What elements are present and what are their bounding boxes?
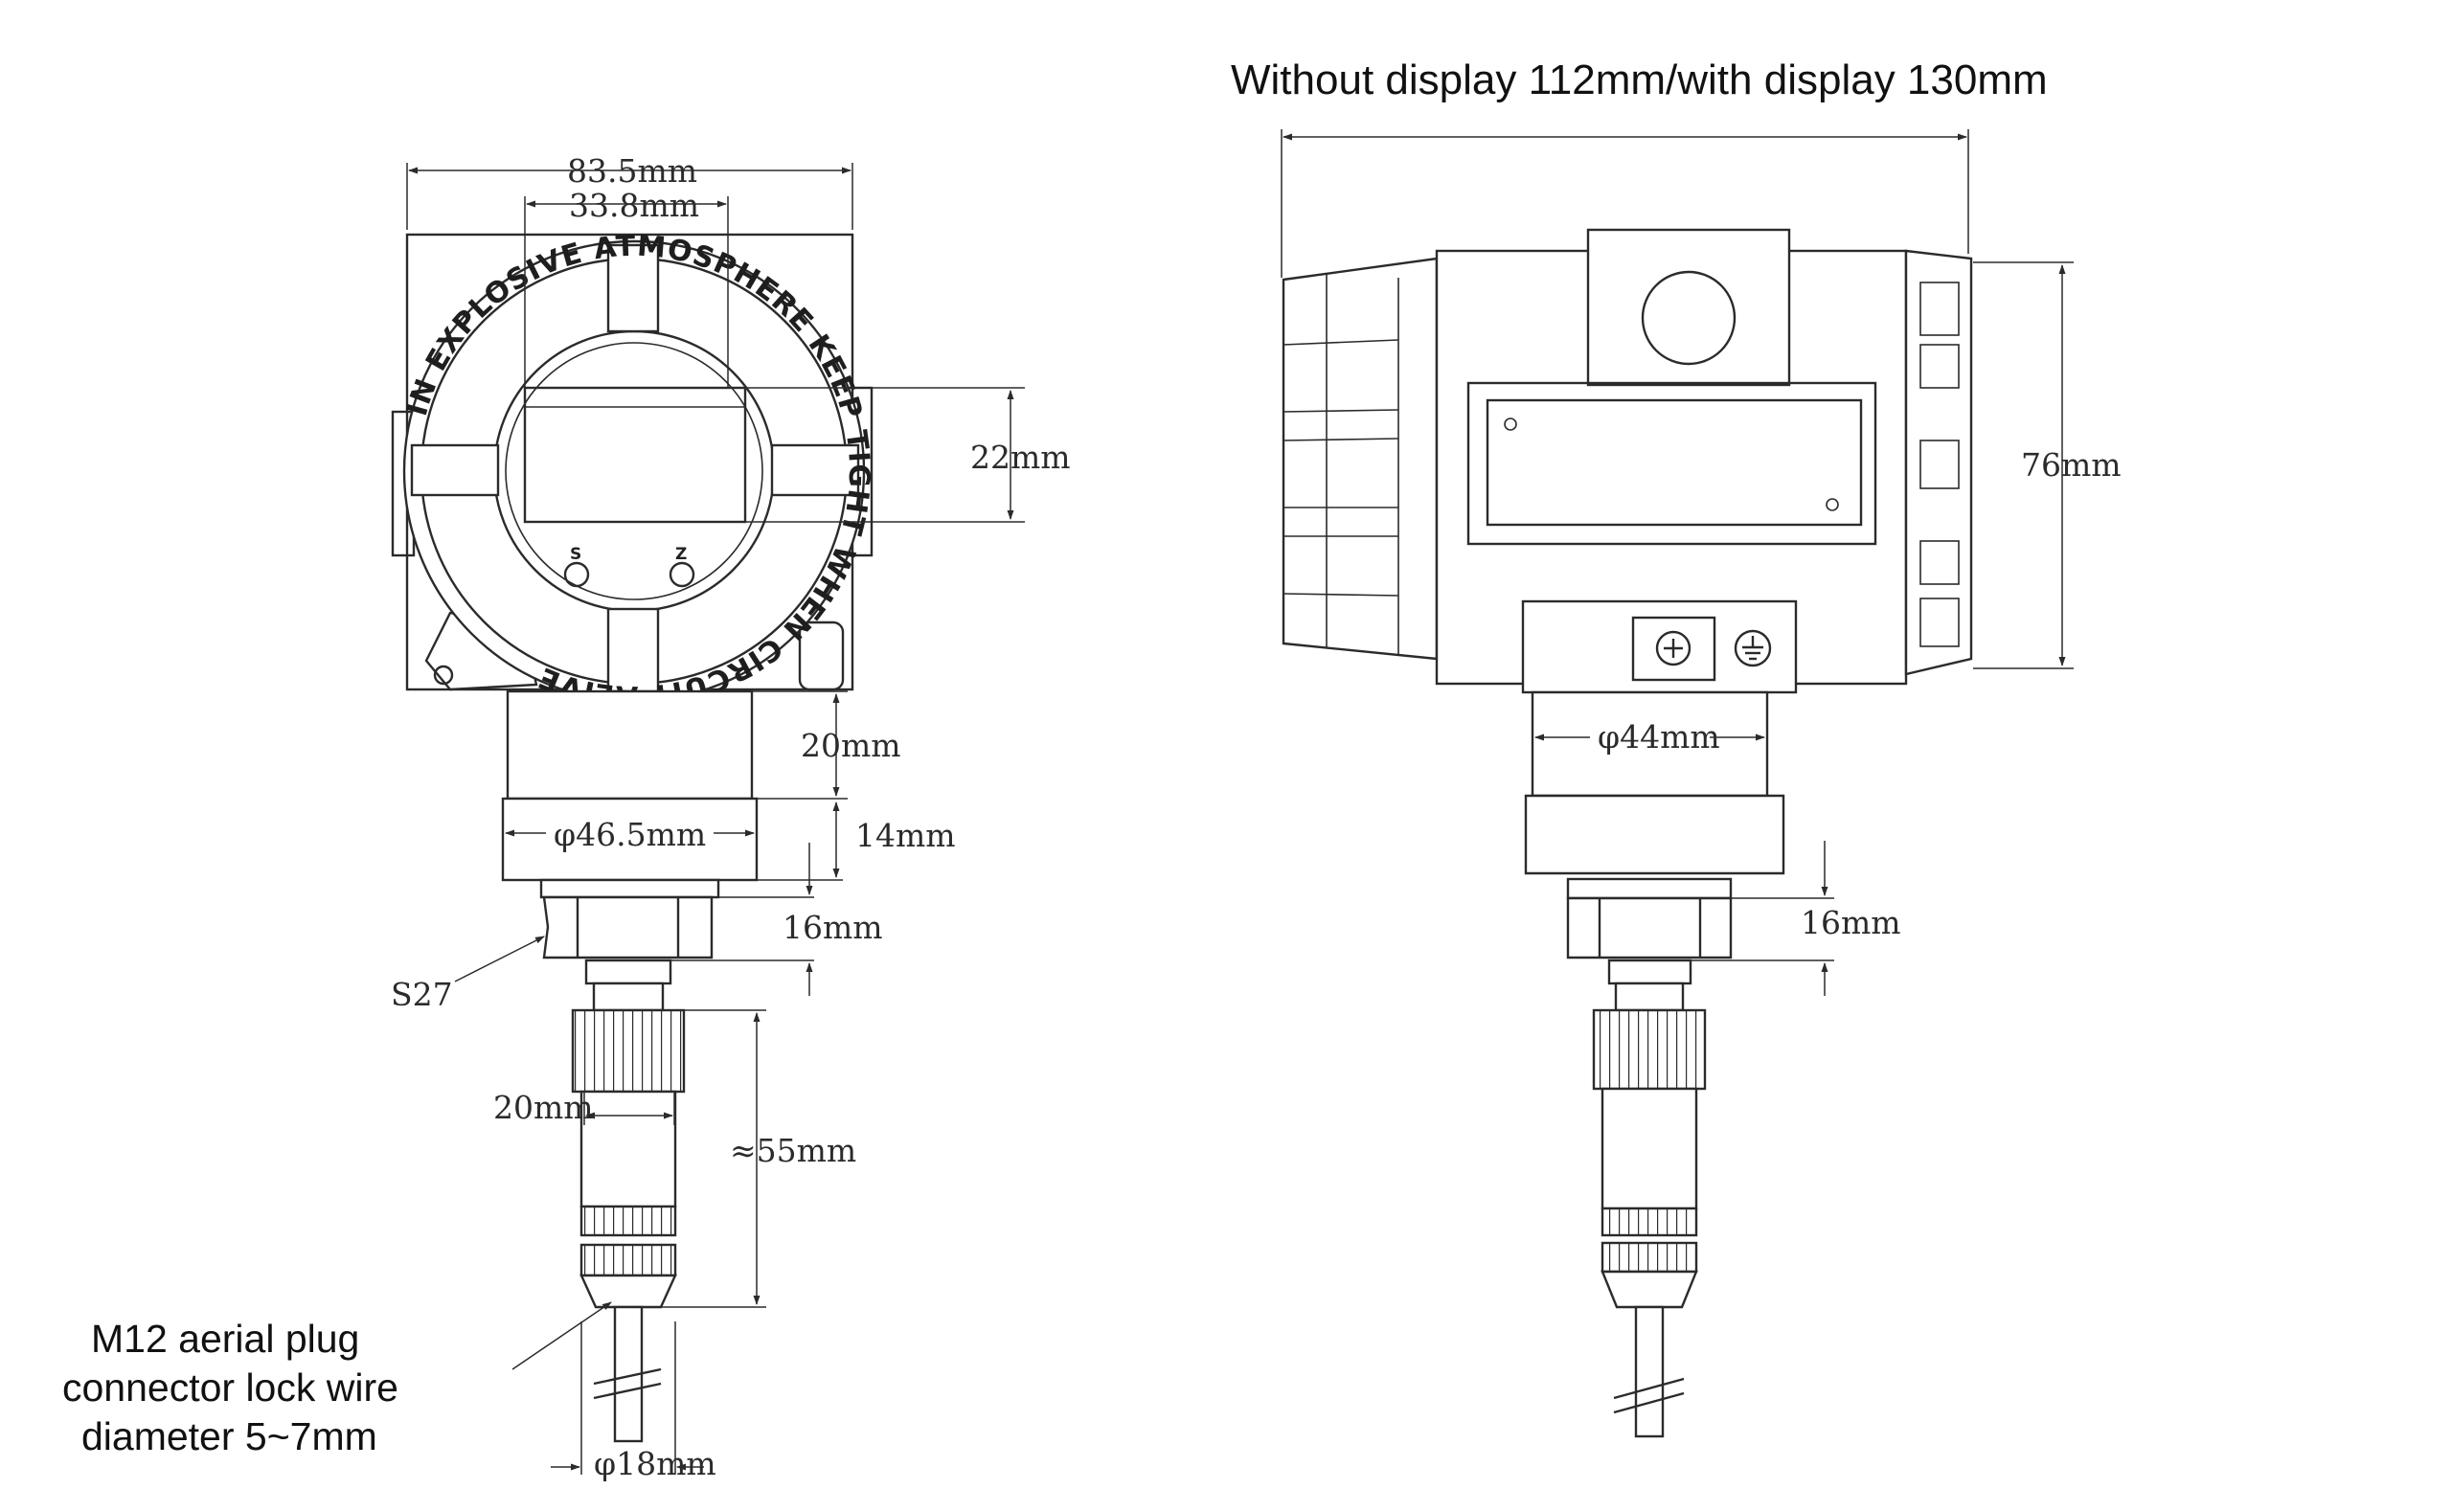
side-cable [1634,1305,1665,1438]
grip-tab-right [770,443,860,497]
left-cap-fins [1283,273,1399,656]
plug-tip [579,1274,677,1309]
nameplate-frame [1466,381,1877,546]
nut-top [539,878,720,899]
left-cap [1282,257,1439,661]
button-s [563,561,590,588]
side-collar [1524,794,1785,875]
plug-ring-1 [579,1205,677,1237]
label-window: 33.8mm [569,187,699,224]
side-plug-body [1601,1087,1698,1210]
side-thread [1614,982,1685,1012]
cable-break-2 [593,1382,662,1400]
side-plug-ring-1 [1601,1207,1698,1237]
right-cap [1904,249,1973,676]
nameplate-screw-2 [1826,498,1839,511]
top-port [1641,270,1737,366]
side-cable-break-2 [1613,1391,1685,1414]
thread [592,982,665,1012]
top-boss [1586,228,1791,387]
fin-slot [1919,598,1960,647]
label-side-fitting-height: 16mm [1801,904,1901,941]
thread-stub [584,959,672,985]
plug-body [579,1090,677,1208]
side-cable-break-1 [1613,1377,1685,1400]
label-depth: Without display 112mm/with display 130mm [1231,56,2048,103]
nameplate-screw-1 [1504,417,1517,431]
label-neck-height: 20mm [801,727,901,764]
cover-grip-tabs [410,243,860,693]
hex-nut [542,895,714,959]
label-collar-diameter: φ46.5mm [554,816,706,853]
button-s-label: S [570,545,581,564]
label-bg [546,816,714,850]
label-plug-length: ≈55mm [730,1132,856,1169]
mount-hole-left [433,665,454,686]
plug-note-line3: diameter 5~7mm [81,1414,377,1458]
fin-line [1283,438,1399,441]
label-height: 76mm [2021,446,2122,484]
fin-slot [1919,440,1960,489]
cable-break-1 [593,1367,662,1386]
cable-gland-stub [798,621,845,691]
terminal-screw [1655,630,1691,666]
side-view: Without display 112mm/with display 130mm [1231,56,2122,1438]
leader-plug-note [511,1301,612,1370]
plug-note-line1: M12 aerial plug [91,1317,359,1361]
label-width: 83.5mm [567,152,697,190]
side-plug-ring-2 [1601,1241,1698,1274]
side-nut-top [1566,877,1733,900]
fin-slot [1919,540,1960,585]
neck [506,689,754,801]
nameplate [1486,398,1863,527]
button-z-label: Z [675,545,687,564]
plug-note-line2: connector lock wire [62,1365,398,1410]
label-collar-height: 14mm [855,817,956,854]
label-hex: S27 [391,976,453,1013]
grip-tab-bottom [606,607,660,693]
label-bg [1590,720,1710,755]
label-neck-diameter: φ44mm [1598,718,1720,756]
label-cable-diameter: φ18mm [594,1445,716,1482]
fin-line [1283,339,1399,346]
front-view: S Z IN EXPLOSIVE ATMOSPHERE KEEP TIGHT W… [62,152,1071,1482]
label-fitting-height: 16mm [783,909,883,946]
side-hex-nut [1566,896,1733,959]
leader-hex [454,936,545,982]
fin-line [1283,409,1399,413]
button-z [669,561,695,588]
grip-tab-left [410,443,500,497]
label-plug-width: 20mm [493,1089,594,1126]
side-thread-stub [1607,959,1692,985]
fin-slot [1919,282,1960,336]
plug-ring-2 [579,1243,677,1277]
right-cap-fins [1919,282,1960,647]
terminal-screw-box [1631,616,1716,682]
cover-window-bezel [505,342,763,600]
fin-line [1283,593,1399,597]
side-plug-knurl [1592,1008,1707,1091]
side-plug-tip [1601,1270,1698,1309]
plug-knurl [571,1008,686,1094]
fin-slot [1919,344,1960,389]
grip-tab-top [606,243,660,333]
label-window-height: 22mm [970,439,1071,476]
display-window [523,386,747,524]
ground-icon [1734,629,1772,667]
